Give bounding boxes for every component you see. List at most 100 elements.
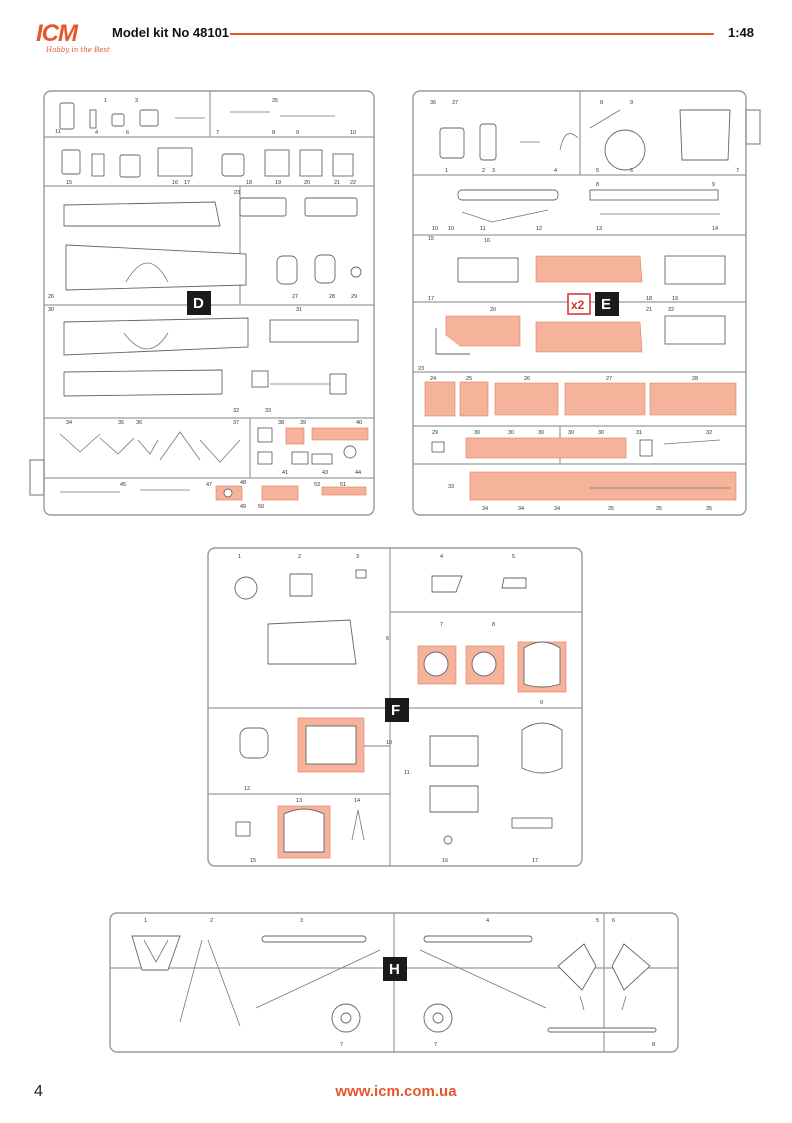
sprue-e-quantity: x2 [571, 298, 585, 312]
svg-text:11: 11 [404, 770, 410, 776]
model-title: Model kit No 48101 [112, 25, 230, 40]
svg-text:9: 9 [712, 182, 715, 188]
sprue-f-parts [234, 569, 567, 859]
sprue-h-parts [131, 935, 657, 1033]
svg-text:41: 41 [282, 470, 288, 476]
svg-text:4: 4 [486, 918, 489, 924]
svg-text:20: 20 [490, 307, 496, 313]
sprue-e-parts [424, 109, 737, 501]
svg-text:26: 26 [48, 294, 54, 300]
svg-text:30: 30 [538, 430, 544, 436]
sprue-e-quantity-box [567, 293, 591, 315]
svg-text:3: 3 [356, 554, 359, 560]
page-header: ICM Hobby in the Best Model kit No 48101… [0, 0, 792, 60]
svg-text:4: 4 [440, 554, 443, 560]
svg-text:44: 44 [355, 470, 361, 476]
svg-text:18: 18 [646, 296, 652, 302]
svg-text:6: 6 [630, 168, 633, 174]
header-rule [230, 33, 714, 35]
svg-text:15: 15 [428, 236, 434, 242]
svg-text:9: 9 [540, 700, 543, 706]
svg-text:34: 34 [554, 506, 560, 512]
sprue-d-parts [59, 102, 369, 501]
svg-text:12: 12 [536, 226, 542, 232]
svg-text:3: 3 [492, 168, 495, 174]
svg-text:9: 9 [296, 130, 299, 136]
svg-text:33: 33 [265, 408, 271, 414]
svg-text:20: 20 [304, 180, 310, 186]
svg-text:7: 7 [736, 168, 739, 174]
svg-text:32: 32 [706, 430, 712, 436]
sprue-d-tab [29, 459, 45, 496]
sprue-f-label-box [385, 698, 409, 722]
svg-text:53: 53 [314, 482, 320, 488]
svg-text:29: 29 [432, 430, 438, 436]
svg-text:37: 37 [233, 420, 239, 426]
website-link[interactable]: www.icm.com.ua [335, 1083, 457, 1100]
svg-text:30: 30 [508, 430, 514, 436]
sprue-e-label-box [595, 292, 619, 316]
svg-text:10: 10 [448, 226, 454, 232]
svg-text:35: 35 [608, 506, 614, 512]
svg-text:7: 7 [216, 130, 219, 136]
svg-text:38: 38 [278, 420, 284, 426]
svg-text:37: 37 [452, 100, 458, 106]
svg-text:16: 16 [172, 180, 178, 186]
svg-text:1: 1 [238, 554, 241, 560]
svg-text:34: 34 [482, 506, 488, 512]
svg-text:5: 5 [596, 168, 599, 174]
svg-text:31: 31 [636, 430, 642, 436]
sprue-f-frame [207, 547, 583, 867]
svg-text:13: 13 [596, 226, 602, 232]
svg-text:10: 10 [432, 226, 438, 232]
sprue-d-label-box [187, 291, 211, 315]
svg-text:27: 27 [292, 294, 298, 300]
svg-text:4: 4 [554, 168, 557, 174]
sprue-d-frame [43, 90, 375, 516]
svg-text:49: 49 [240, 504, 246, 510]
svg-text:43: 43 [322, 470, 328, 476]
svg-text:2: 2 [482, 168, 485, 174]
svg-text:35: 35 [118, 420, 124, 426]
svg-text:47: 47 [206, 482, 212, 488]
svg-text:8: 8 [272, 130, 275, 136]
svg-text:45: 45 [120, 482, 126, 488]
sprue-d-label: D [193, 295, 204, 312]
svg-text:39: 39 [300, 420, 306, 426]
sprue-e-label: E [601, 296, 611, 313]
svg-text:27: 27 [606, 376, 612, 382]
svg-text:15: 15 [66, 180, 72, 186]
svg-text:30: 30 [474, 430, 480, 436]
svg-text:26: 26 [524, 376, 530, 382]
svg-text:36: 36 [430, 100, 436, 106]
svg-text:6: 6 [612, 918, 615, 924]
svg-text:1: 1 [445, 168, 448, 174]
icm-logo: ICM Hobby in the Best [36, 20, 110, 56]
svg-text:3: 3 [135, 98, 138, 104]
svg-text:5: 5 [596, 918, 599, 924]
svg-text:6: 6 [126, 130, 129, 136]
svg-text:40: 40 [356, 420, 362, 426]
svg-text:8: 8 [596, 182, 599, 188]
svg-text:3: 3 [300, 918, 303, 924]
svg-text:25: 25 [466, 376, 472, 382]
svg-text:11: 11 [55, 129, 61, 135]
svg-text:8: 8 [652, 1042, 655, 1048]
svg-text:16: 16 [484, 238, 490, 244]
svg-text:31: 31 [296, 307, 302, 313]
svg-text:23: 23 [234, 190, 240, 196]
svg-text:32: 32 [233, 408, 239, 414]
svg-text:36: 36 [136, 420, 142, 426]
svg-text:21: 21 [334, 180, 340, 186]
svg-text:28: 28 [329, 294, 335, 300]
svg-text:6: 6 [386, 636, 389, 642]
svg-text:34: 34 [518, 506, 524, 512]
svg-text:5: 5 [512, 554, 515, 560]
